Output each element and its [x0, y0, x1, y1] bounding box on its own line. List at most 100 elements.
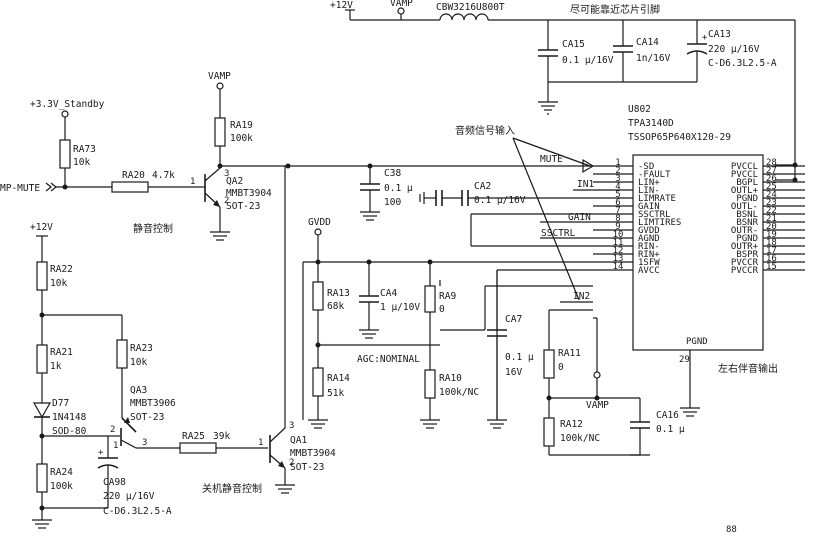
ic-pin-23-name: OUTL- [731, 202, 758, 212]
ra12-body [543, 417, 555, 447]
ic-pin-21-number: 21 [766, 214, 777, 224]
ra12-ref: RA12 [560, 419, 583, 430]
ic-pin-3-name: LIN+ [638, 178, 660, 188]
ic-pin-20-name: OUTR- [731, 226, 758, 236]
top-power-section: +12V VAMP CBW3216U800T 尽可能靠近芯片引脚 CA15 0.… [330, 0, 798, 183]
qa2-package: SOT-23 [226, 201, 260, 212]
ra22-value: 10k [50, 278, 67, 289]
ca13-plus: + [702, 33, 708, 43]
ic-pin-18-name: OUTR+ [731, 242, 759, 252]
mute-control-section: +3.3V_Standby RA73 10k MP-MUTE RA20 4.7k… [0, 71, 594, 241]
ra13-value: 68k [327, 301, 344, 312]
ca16-ref: CA16 [656, 410, 679, 421]
ra24-body [36, 463, 48, 493]
ferrite-bead-symbol [439, 13, 489, 21]
ic-pin-16-name: PVCCR [731, 258, 759, 268]
qa1-package: SOT-23 [290, 462, 324, 473]
ic-pin-23-number: 23 [766, 198, 777, 208]
note-power-off-mute: 关机静音控制 [202, 482, 262, 495]
ca4-ref: CA4 [380, 288, 397, 299]
ca14-value: 1n/16V [636, 53, 671, 64]
ic-pin-7-number: 7 [615, 206, 620, 216]
ca13-package: C-D6.3L2.5-A [708, 58, 777, 69]
ra21-ref: RA21 [50, 347, 73, 358]
qa2-pin1: 1 [190, 177, 195, 187]
ca98-value: 220 μ/16V [103, 491, 155, 502]
ic-pin-5-number: 5 [615, 190, 620, 200]
ic-pin-15-number: 15 [766, 262, 777, 272]
ca14-ref: CA14 [636, 37, 659, 48]
ic-pin-8-number: 8 [615, 214, 620, 224]
ra73-body [59, 139, 71, 169]
qa3-pin1: 1 [113, 441, 118, 451]
qa2-part: MMBT3904 [226, 188, 272, 199]
signal-agc: AGC:NOMINAL [357, 354, 420, 365]
ic-pin-18-number: 18 [766, 238, 777, 248]
ic-pin-14-name: AVCC [638, 266, 660, 276]
ca98-package: C-D6.3L2.5-A [103, 506, 172, 517]
qa3-pin3: 3 [142, 438, 147, 448]
ca7-value2: 16V [505, 367, 522, 378]
ic-pin-24-name: PGND [736, 194, 758, 204]
ic-pin-17-number: 17 [766, 246, 777, 256]
ic-pin-10-name: AGND [638, 234, 660, 244]
ca13-ref: CA13 [708, 29, 731, 40]
ic-pin-12-name: RIN+ [638, 250, 660, 260]
ra20-ref: RA20 [122, 170, 145, 181]
ca4-value: 1 μ/10V [380, 302, 420, 313]
ic-pin-26-name: BGPL [736, 178, 758, 188]
d77-package: SOD-80 [52, 426, 87, 437]
ic-pin-20-number: 20 [766, 222, 777, 232]
ca13-value: 220 μ/16V [708, 44, 760, 55]
qa3-emitter [121, 417, 137, 433]
qa3-package: SOT-23 [130, 412, 164, 423]
power-off-mute-section: +12V RA22 10k RA21 1k D77 1N4148 SOD-80 … [30, 165, 336, 529]
ra22-body [36, 261, 48, 291]
ca16-value: 0.1 μ [656, 424, 685, 435]
ic-pin-1-number: 1 [615, 158, 620, 168]
ra23-body [116, 339, 128, 369]
ra10-ref: RA10 [439, 373, 462, 384]
ic-pin-19-number: 19 [766, 230, 777, 240]
ic-pin-14-number: 14 [613, 262, 624, 272]
ic-pin-26-number: 26 [766, 174, 777, 184]
c38-ref: C38 [384, 168, 401, 179]
ra23-ref: RA23 [130, 343, 153, 354]
ca7-value: 0.1 μ [505, 352, 534, 363]
signal-in2: IN2 [573, 291, 590, 302]
ic-pin-17-name: BSPR [736, 250, 758, 260]
ferrite-ref: CBW3216U800T [436, 2, 505, 13]
ra20-body [111, 181, 149, 193]
ic-package: TSSOP65P640X120-29 [628, 132, 731, 143]
c38-value: 0.1 μ [384, 183, 413, 194]
rail-vamp-top: VAMP [390, 0, 413, 9]
rail-12v-top: +12V [330, 0, 353, 11]
d77-ref: D77 [52, 398, 69, 409]
ic-pin-4-number: 4 [615, 182, 620, 192]
ra73-value: 10k [73, 157, 90, 168]
qa1-pin1: 1 [258, 438, 263, 448]
ra11-value: 0 [558, 362, 564, 373]
ca15-value: 0.1 μ/16V [562, 55, 614, 66]
ra11-ref: RA11 [558, 348, 581, 359]
ic-pin-6-name: GAIN [638, 202, 660, 212]
ic-pin-11-name: RIN- [638, 242, 660, 252]
qa3-pin2: 2 [110, 425, 115, 435]
ra13-ref: RA13 [327, 288, 350, 299]
ra73-ref: RA73 [73, 144, 96, 155]
ic-pin-24-number: 24 [766, 190, 777, 200]
ra24-ref: RA24 [50, 467, 73, 478]
ra14-ref: RA14 [327, 373, 350, 384]
ic-pin-11-number: 11 [613, 238, 624, 248]
signal-in1: IN1 [577, 179, 594, 190]
ic-pin-28-number: 28 [766, 158, 777, 168]
ra10-value: 100k/NC [439, 387, 479, 398]
c38-value2: 100 [384, 197, 401, 208]
rail-vamp-bottom: VAMP [586, 400, 609, 411]
ic-pin-2-name: -FAULT [638, 170, 671, 180]
ic-pin-16-number: 16 [766, 254, 777, 264]
ra14-body [312, 367, 324, 397]
ic-ref: U802 [628, 104, 651, 115]
rail-12v-left: +12V [30, 222, 53, 233]
